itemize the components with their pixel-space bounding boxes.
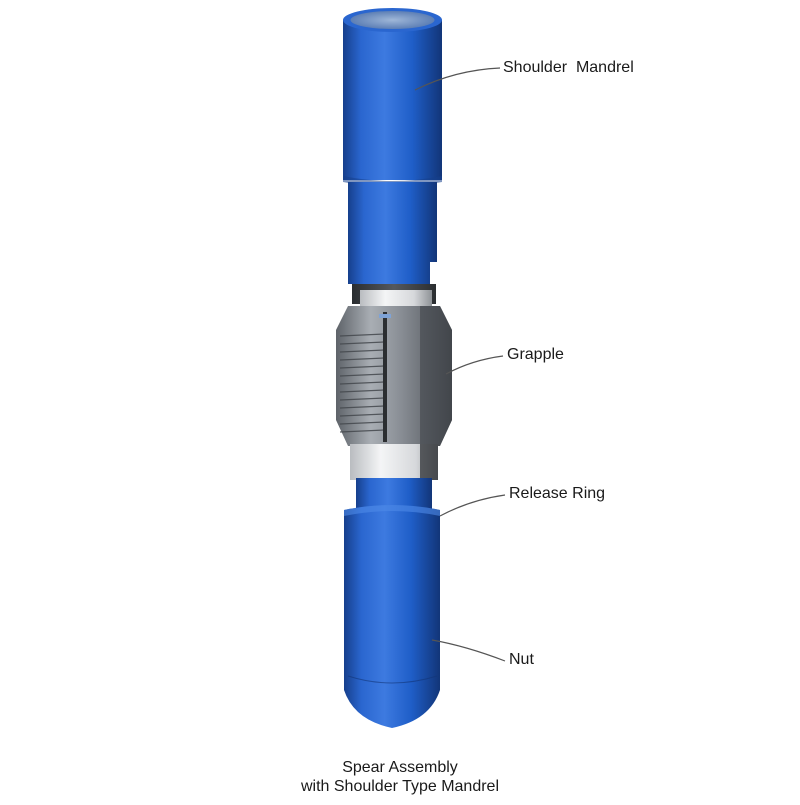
label-nut: Nut — [509, 651, 534, 668]
leader-grapple — [445, 355, 504, 375]
shoulder-mandrel — [343, 8, 442, 284]
release-ring — [350, 444, 438, 480]
leader-nut — [431, 639, 506, 662]
leader-release-ring — [439, 494, 506, 517]
leader-lines — [414, 67, 506, 662]
leader-shoulder-mandrel — [414, 67, 501, 91]
caption-line-2: with Shoulder Type Mandrel — [300, 778, 500, 795]
label-shoulder-mandrel: Shoulder Mandrel — [503, 59, 634, 76]
upper-collar — [352, 284, 436, 310]
caption-line-1: Spear Assembly — [342, 759, 458, 776]
grapple — [336, 306, 452, 454]
label-grapple: Grapple — [507, 346, 564, 363]
label-release-ring: Release Ring — [509, 485, 606, 502]
diagram-caption: Spear Assembly with Shoulder Type Mandre… — [200, 758, 600, 796]
nut — [344, 505, 440, 728]
mandrel-neck — [356, 478, 432, 512]
